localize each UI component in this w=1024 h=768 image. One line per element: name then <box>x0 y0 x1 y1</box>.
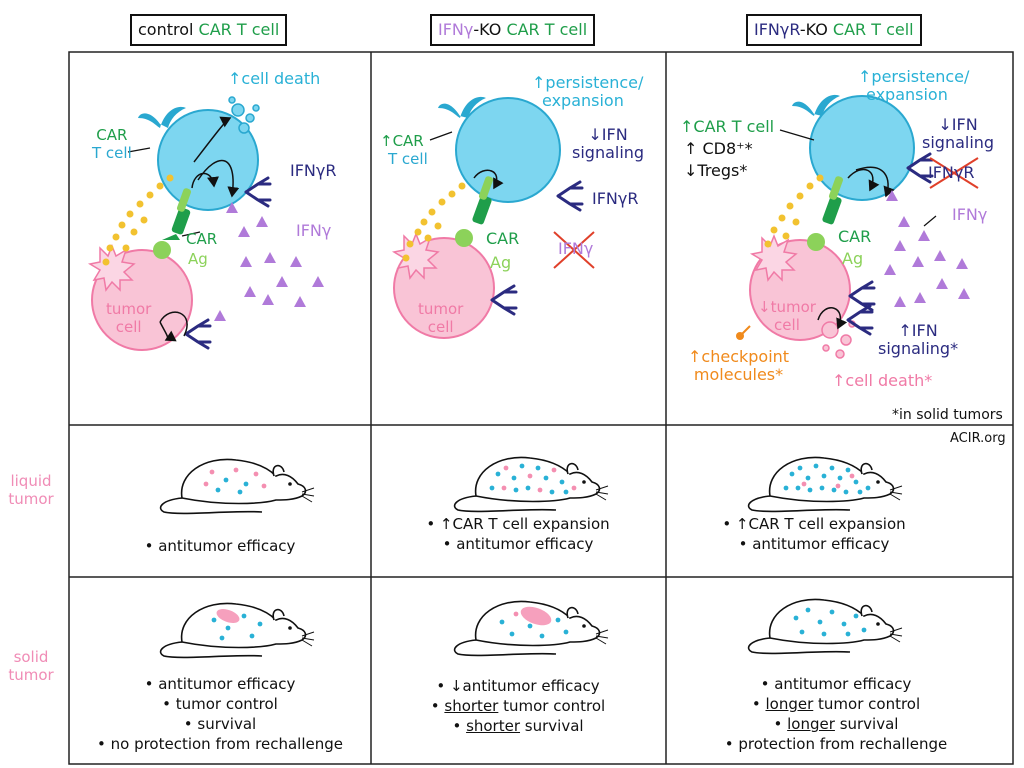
caption-line: • no protection from rechallenge <box>97 735 343 753</box>
caption-line: • antitumor efficacy <box>144 675 296 693</box>
header-part: control <box>138 20 199 39</box>
p1-car-label: CAR <box>186 230 218 248</box>
p3-tregs-label: ↓Tregs* <box>684 161 748 180</box>
grid-lines <box>68 51 1014 765</box>
mouse-illustration <box>747 598 903 655</box>
p2-ifng-crossed-label: IFNγ <box>558 239 594 258</box>
mouse-illustration <box>453 600 609 657</box>
caption-line: • shorter survival <box>452 717 584 735</box>
header-control: control CAR T cell <box>130 14 288 46</box>
solid-caption-control: • antitumor efficacy • tumor control • sur… <box>70 674 370 754</box>
caption-line: • longer tumor control <box>751 695 921 713</box>
p2-car-label: CAR <box>486 229 520 248</box>
header-part: -KO <box>799 20 833 39</box>
ifng-triangles <box>214 202 324 321</box>
cytokine-dots <box>102 174 174 266</box>
caption-line: • ↓antitumor efficacy <box>436 677 600 695</box>
caption-line: • antitumor efficacy <box>760 675 912 693</box>
p3-up-car-t-cell-label: ↑CAR T cell <box>680 117 775 136</box>
caption-line: • ↑CAR T cell expansion <box>722 515 906 533</box>
caption-line: • ↑CAR T cell expansion <box>426 515 610 533</box>
solid-caption-ifngr-ko: • antitumor efficacy • longer tumor contr… <box>676 674 996 754</box>
caption-line: • survival <box>183 715 257 733</box>
mouse-illustration <box>453 456 609 513</box>
header-part: IFNγ <box>438 20 474 39</box>
panel-ifngr-ko <box>736 94 979 359</box>
p2-ag-label: Ag <box>490 253 512 272</box>
mouse-illustration <box>747 456 903 513</box>
p3-cell-death-label: ↑cell death* <box>832 371 933 390</box>
caption-line: • antitumor efficacy <box>144 537 296 555</box>
header-part: IFNγR <box>754 20 800 39</box>
header-ifng-ko: IFNγ-KO CAR T cell <box>430 14 596 46</box>
p3-ifng-label: IFNγ <box>952 205 988 224</box>
solid-caption-ifng-ko: • ↓antitumor efficacy • shorter tumor con… <box>380 676 656 736</box>
header-part: -KO <box>473 20 507 39</box>
mice <box>159 456 903 659</box>
liquid-caption-ifngr-ko: • ↑CAR T cell expansion • antitumor effic… <box>676 514 952 554</box>
panel-control <box>87 96 324 351</box>
liquid-caption-control: • antitumor efficacy <box>90 536 350 556</box>
p1-ag-label: Ag <box>188 250 208 268</box>
panel-ifng-ko <box>391 96 595 339</box>
caption-line: • antitumor efficacy <box>442 535 594 553</box>
liquid-caption-ifng-ko: • ↑CAR T cell expansion • antitumor effic… <box>380 514 656 554</box>
source-label: ACIR.org <box>950 431 1006 446</box>
p3-persistence-label: ↑persistence/expansion <box>858 67 970 104</box>
p2-ifngr-label: IFNγR <box>592 189 639 208</box>
p2-persistence-label: ↑persistence/expansion <box>532 73 644 110</box>
header-part: CAR T cell <box>506 20 588 39</box>
header-part: CAR T cell <box>832 20 914 39</box>
caption-line: • protection from rechallenge <box>724 735 948 753</box>
header-ifngr-ko: IFNγR-KO CAR T cell <box>746 14 922 46</box>
p3-car-label: CAR <box>838 227 872 246</box>
caption-line: • tumor control <box>162 695 278 713</box>
p1-cell-death-label: ↑cell death <box>228 69 321 88</box>
cell-death-splash <box>228 96 260 134</box>
footnote: *in solid tumors <box>892 407 1003 423</box>
mouse-illustration <box>159 602 315 659</box>
p1-ifng-label: IFNγ <box>296 221 332 240</box>
mouse-illustration <box>159 458 315 515</box>
p3-ifngr-crossed-label: IFNγR <box>928 163 975 182</box>
header-part: CAR T cell <box>198 20 280 39</box>
caption-line: • longer survival <box>773 715 899 733</box>
caption-line: • antitumor efficacy <box>738 535 890 553</box>
p1-ifngr-label: IFNγR <box>290 161 337 180</box>
tumor-burst <box>87 243 136 292</box>
antigen <box>153 241 171 259</box>
receptor-tcell <box>138 106 186 128</box>
caption-line: • shorter tumor control <box>430 697 606 715</box>
p3-ag-label: Ag <box>842 249 864 268</box>
p3-cd8-label: ↑ CD8⁺* <box>684 139 753 158</box>
car-receptor <box>162 188 192 240</box>
